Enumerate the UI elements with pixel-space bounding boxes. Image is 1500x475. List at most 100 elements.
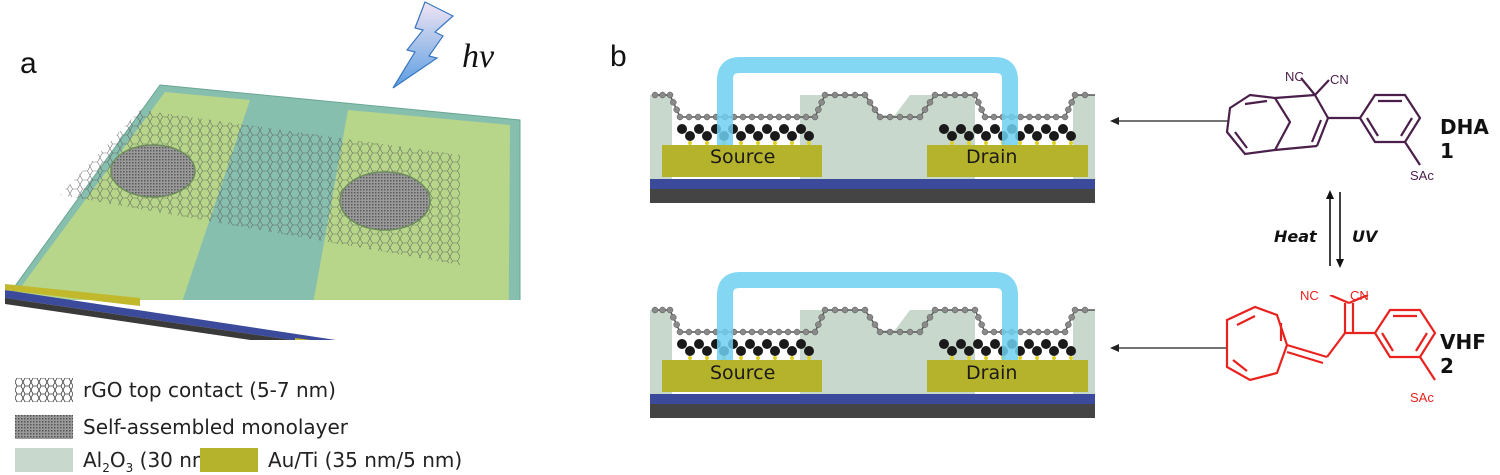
sam-molecule [779,124,789,134]
rgo-atom [685,113,693,121]
sam-molecule [1049,131,1059,141]
drain-label-bottom: Drain [966,362,1018,384]
rgo-atom [1065,106,1072,113]
rgo-atom [876,328,884,336]
sam-swatch-icon [15,415,73,439]
drain-electrode [927,360,1088,392]
sam-molecule [804,131,814,141]
rgo-atom [961,91,969,99]
thiol-anchor [807,356,811,360]
rgo-atom [1035,328,1042,336]
rgo-atom [1052,328,1060,336]
thiol-anchor [756,141,760,145]
pointer-arrow-bottom [1110,344,1228,352]
rgo-atom [1043,328,1051,336]
rgo-atom [694,328,702,336]
rgo-atom [931,91,939,99]
rgo-atom [666,91,674,99]
device-cross-section-dha [650,57,1095,203]
rgo-atom [921,321,929,328]
rgo-atom [971,306,979,314]
rgo-atom [861,306,869,314]
thiol-anchor [790,141,794,145]
sam-molecule [956,339,966,349]
rgo-atom [1026,328,1033,336]
panel-a-label: a [20,47,37,80]
sam-molecule [939,124,949,134]
rgo-atom [886,113,894,121]
rgo-atom [941,91,949,99]
rgo-atom [775,113,783,121]
rgo-atom [811,113,819,121]
rgo-atom [971,91,979,99]
sam-molecule [1058,339,1068,349]
sam-molecule [762,124,772,134]
rgo-atom [1061,328,1069,336]
auti-swatch [200,448,258,472]
sam-molecule [1058,124,1068,134]
rgo-atom [757,113,765,121]
device-3d-schematic [4,84,521,300]
rgo-atom [866,314,874,321]
rgo-atom [739,113,747,121]
vhf-nc-label: NC [1300,288,1319,303]
uv-label: UV [1352,227,1378,246]
sam-molecule [702,131,712,141]
thiol-anchor [790,356,794,360]
sam-molecule [956,124,966,134]
panel-b-label: b [610,40,627,73]
thiol-anchor [1018,141,1022,145]
rgo-atom [876,113,884,121]
rgo-atom [811,328,819,336]
rgo-atom [831,91,839,99]
rgo-atom [818,99,825,106]
thiol-anchor [773,356,777,360]
sam-molecule [964,131,974,141]
rgo-atom [757,328,765,336]
rgo-atom [871,106,879,113]
rgo-atom [685,328,693,336]
vhf-cn-label: CN [1350,288,1369,303]
rgo-atom [673,106,680,113]
sam-molecule [762,339,772,349]
al2o3-swatch [15,448,73,472]
thiol-anchor [984,141,988,145]
rgo-atom [861,91,869,99]
current-path [717,272,1018,360]
legend-text-al2o3: Al2O3 (30 nm) [83,448,220,475]
sam-molecule [753,131,763,141]
rgo-atom [916,328,924,336]
sam-molecule [677,339,687,349]
sam-molecule [694,339,704,349]
rgo-atom [1026,113,1033,121]
rgo-atom [748,328,756,336]
rgo-atom [951,306,959,314]
vhf-compound-label: VHF 2 [1440,330,1486,378]
rgo-atom [666,306,674,314]
gate-dielectric-layer [650,394,1095,404]
thiol-anchor [688,141,692,145]
rgo-atom [703,113,711,121]
sam-molecule [779,339,789,349]
dha-sac-label: SAc [1410,168,1434,183]
sam-molecule [796,124,806,134]
sam-molecule [1024,339,1034,349]
rgo-atom [961,306,969,314]
lightning-bolt-icon [392,1,455,89]
vhf-structure [1225,295,1437,382]
sam-molecule [685,346,695,356]
thiol-anchor [1052,141,1056,145]
rgo-atom [981,113,989,121]
thiol-anchor [1035,356,1039,360]
rgo-atom [1052,113,1060,121]
thiol-anchor [739,141,743,145]
rgo-atom [748,113,756,121]
rgo-atom [906,113,914,121]
rgo-atom [931,306,939,314]
substrate-layer [650,404,1095,418]
legend-text-sam: Self-assembled monolayer [83,415,349,439]
rgo-atom [766,328,774,336]
rgo-atom [659,306,666,314]
dha-structure [1225,77,1422,166]
device-base-layers [5,284,336,340]
